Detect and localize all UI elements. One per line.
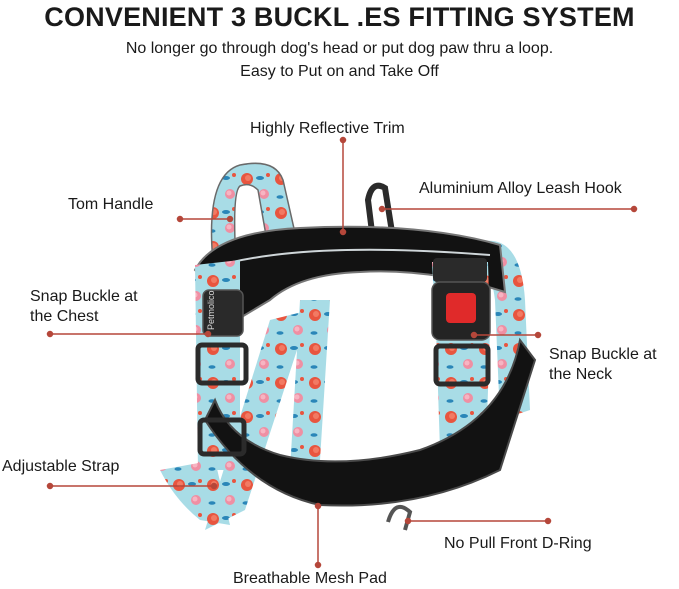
page-title: CONVENIENT 3 BUCKL .ES FITTING SYSTEM: [44, 2, 635, 32]
buckle-release-button: [446, 293, 476, 323]
label-neck-buckle-line-2: the Neck: [549, 366, 613, 383]
label-chest-buckle-line-2: the Chest: [30, 308, 99, 325]
slider-buckle-upper: [195, 342, 249, 386]
breathable-mesh-pad: [203, 337, 537, 507]
lower-strap: [160, 460, 230, 525]
label-tom-handle: Tom Handle: [68, 196, 154, 213]
back-pad: [193, 225, 507, 320]
label-reflective-trim: Highly Reflective Trim: [250, 120, 405, 137]
label-d-ring: No Pull Front D-Ring: [444, 535, 592, 552]
brand-text: Petmolico: [206, 290, 216, 330]
subtitle-line-2: Easy to Put on and Take Off: [240, 63, 439, 80]
neck-buckle-top: [433, 258, 487, 282]
slider-buckle-lower: [197, 417, 247, 457]
chest-strap-center: [290, 300, 330, 470]
subtitle-line-1: No longer go through dog's head or put d…: [125, 40, 554, 57]
label-neck-buckle-line-1: Snap Buckle at: [549, 346, 657, 363]
label-adjustable-strap: Adjustable Strap: [2, 458, 120, 475]
chest-snap-buckle: [202, 289, 244, 337]
callout-lines: [46, 136, 638, 569]
neck-slider-buckle: [433, 343, 491, 387]
label-chest-buckle-line-1: Snap Buckle at: [30, 288, 138, 305]
leash-hook: [364, 182, 395, 233]
label-mesh-pad: Breathable Mesh Pad: [233, 570, 387, 587]
chest-strap-diagonal: [205, 310, 310, 530]
front-d-ring: [386, 504, 413, 531]
label-leash-hook: Aluminium Alloy Leash Hook: [419, 180, 622, 197]
